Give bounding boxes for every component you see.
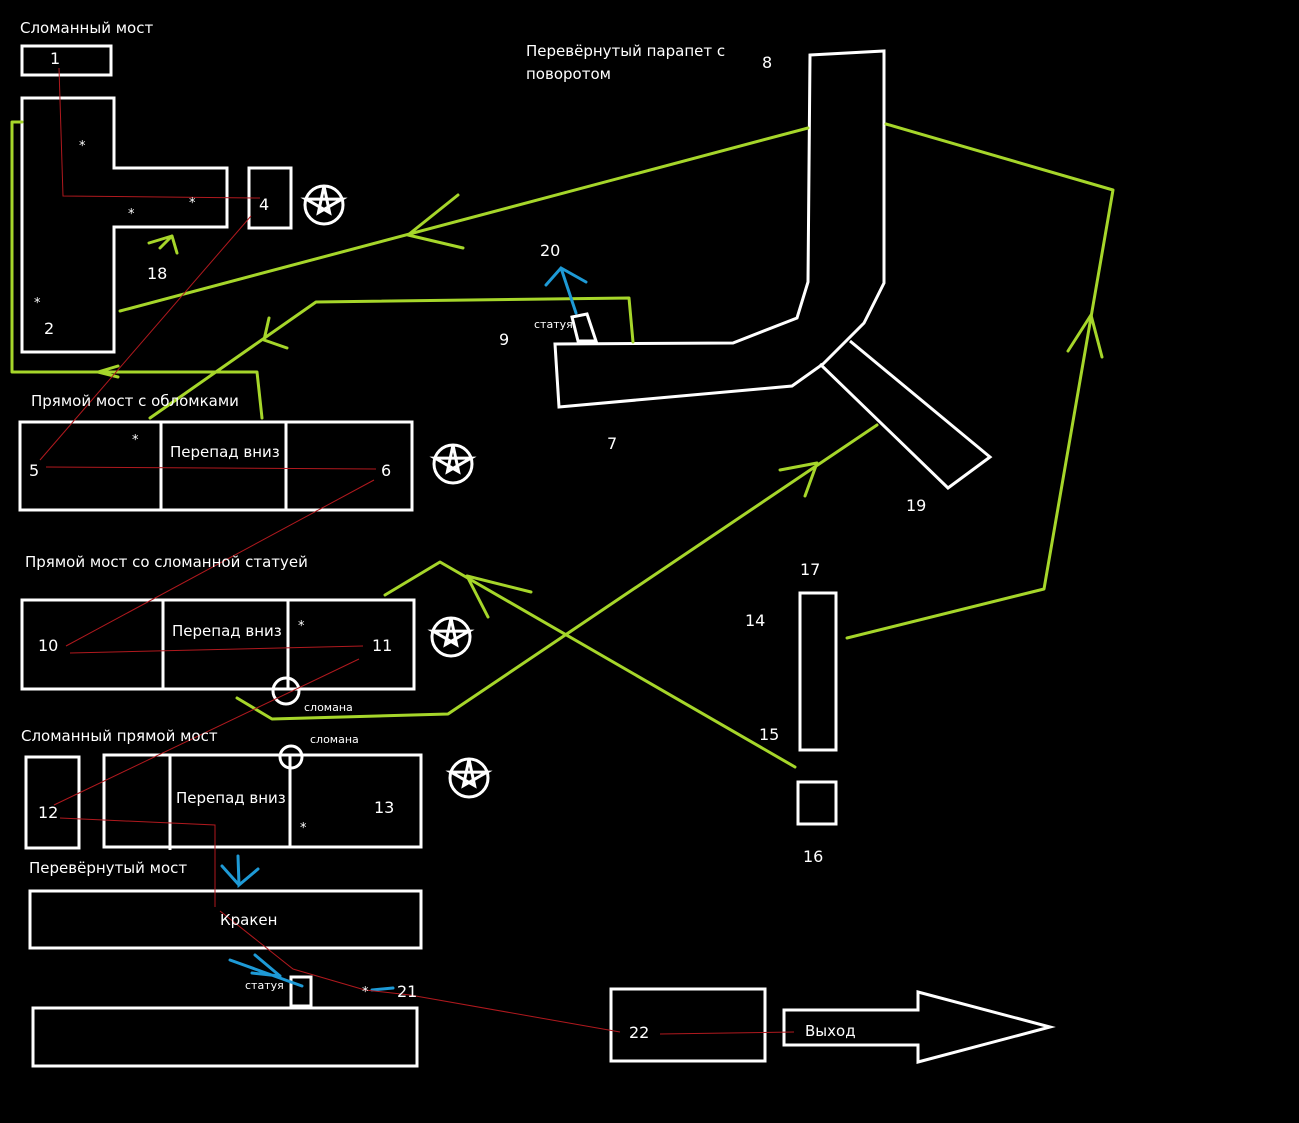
point-16: 16 (803, 847, 824, 866)
star-icon (427, 616, 475, 658)
asterisk-marker: * (34, 296, 41, 311)
label-drop-down: Перепад вниз (170, 443, 280, 461)
point-5: 5 (29, 461, 40, 480)
point-19: 19 (906, 496, 927, 515)
star-icon (429, 443, 477, 485)
asterisk-marker: * (298, 619, 305, 634)
label-statue: статуя (245, 979, 284, 992)
arrowhead-icon (465, 574, 533, 619)
parapet-branch-19 (818, 339, 993, 490)
label-statue: статуя (534, 318, 573, 331)
point-7: 7 (607, 434, 618, 453)
asterisk-marker: * (300, 821, 307, 836)
broken-marker (271, 676, 301, 706)
green-path-upper (118, 126, 810, 313)
label-broken: сломана (310, 733, 359, 746)
point-15: 15 (759, 725, 780, 744)
exit-arrow (782, 990, 1056, 1064)
route-line (45, 466, 377, 470)
blue-arrow-icon (544, 266, 588, 315)
route-line (58, 67, 261, 199)
asterisk-marker: * (79, 139, 86, 154)
route-line (219, 910, 621, 1033)
route-line (65, 479, 375, 647)
point-1: 1 (50, 49, 61, 68)
bridge-segment-14-15 (798, 591, 838, 752)
route-line (69, 645, 364, 654)
arrowhead-icon (147, 234, 179, 255)
point-22: 22 (629, 1023, 650, 1042)
point-12: 12 (38, 803, 59, 822)
flipped-parapet (553, 49, 886, 409)
broken-marker (278, 744, 304, 770)
blue-marker (370, 986, 395, 992)
label-drop-down: Перепад вниз (176, 789, 286, 807)
straight-bridge-debris (18, 420, 414, 512)
star-icon (445, 757, 493, 799)
title-straight-bridge-debris: Прямой мост с обломками (31, 392, 239, 410)
route-line (39, 215, 252, 461)
point-2: 2 (44, 319, 55, 338)
point-14: 14 (745, 611, 766, 630)
label-exit: Выход (805, 1022, 856, 1040)
asterisk-marker: * (128, 207, 135, 222)
route-line (59, 817, 216, 907)
label-kraken: Кракен (220, 911, 278, 929)
green-path-mid (148, 296, 635, 420)
arrowhead-icon (1066, 313, 1104, 359)
title-broken-straight-bridge: Сломанный прямой мост (21, 727, 218, 745)
statue-block (289, 975, 313, 1008)
green-path-right-loop (845, 122, 1115, 640)
arrowhead-icon (778, 461, 819, 498)
title-flipped-bridge: Перевёрнутый мост (29, 859, 188, 877)
point-9: 9 (499, 330, 510, 349)
point-18: 18 (147, 264, 168, 283)
asterisk-marker: * (132, 433, 139, 448)
flipped-bridge (28, 889, 423, 950)
bridge-segment-22 (609, 987, 767, 1063)
green-path-left-loop (10, 120, 264, 420)
bridge-segment-12 (24, 755, 81, 850)
blue-arrow-icon (228, 953, 304, 988)
statue-block (570, 312, 599, 343)
route-line (53, 658, 360, 806)
point-17: 17 (800, 560, 821, 579)
point-13: 13 (374, 798, 395, 817)
asterisk-marker: * (362, 985, 369, 1000)
route-line (659, 1031, 795, 1035)
point-20: 20 (540, 241, 561, 260)
title-straight-bridge-statue: Прямой мост со сломанной статуей (25, 553, 308, 571)
point-8: 8 (762, 53, 773, 72)
point-4: 4 (259, 195, 270, 214)
arrowhead-icon (262, 316, 289, 350)
point-11: 11 (372, 636, 393, 655)
asterisk-marker: * (189, 196, 196, 211)
arrowhead-icon (96, 364, 120, 379)
star-icon (300, 184, 348, 226)
point-21: 21 (397, 982, 418, 1001)
green-path-diagonal-down (383, 560, 797, 769)
title-broken-bridge: Сломанный мост (20, 19, 154, 37)
point-10: 10 (38, 636, 59, 655)
broken-straight-bridge (102, 753, 423, 849)
label-drop-down: Перепад вниз (172, 622, 282, 640)
arrowhead-icon (406, 193, 465, 250)
point-6: 6 (381, 461, 392, 480)
t-shaped-bridge (20, 96, 229, 354)
bridge-segment-16 (796, 780, 838, 826)
title-flipped-parapet-line2: поворотом (526, 65, 611, 83)
title-flipped-parapet-line1: Перевёрнутый парапет с (526, 42, 726, 60)
lower-bridge (31, 1006, 419, 1068)
blue-arrow-icon (220, 854, 260, 889)
straight-bridge-statue (20, 598, 416, 691)
bridge-segment-1 (20, 44, 113, 77)
label-broken: сломана (304, 701, 353, 714)
